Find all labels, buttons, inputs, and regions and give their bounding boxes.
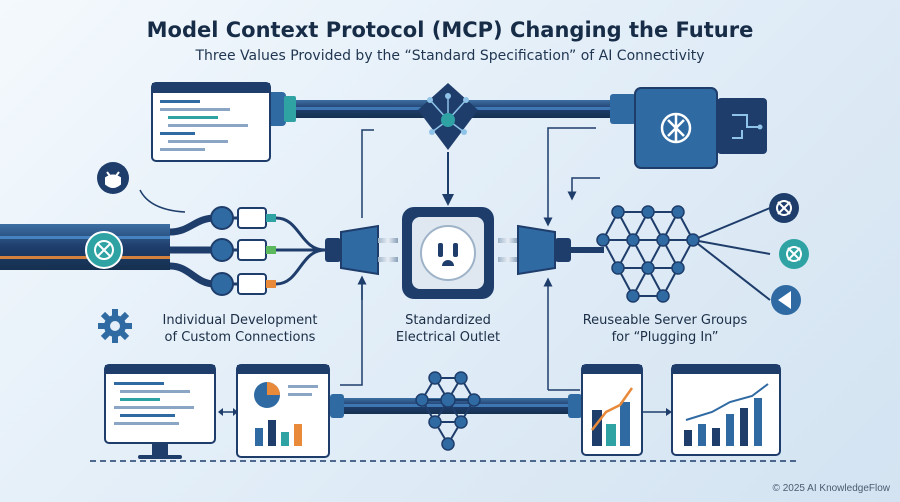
bottom-cable: [330, 394, 582, 418]
label-center-line2: Electrical Outlet: [395, 330, 501, 345]
network-hub-right: [596, 205, 771, 303]
dashboard-window: [236, 364, 330, 458]
chart-window-large: [671, 364, 781, 456]
chart-window-small: [581, 364, 643, 456]
network-hub-bottom: [415, 371, 481, 451]
code-monitor-bottom-left: [104, 364, 216, 459]
ai-knot-icon: [769, 193, 799, 223]
power-outlet-icon: [402, 207, 494, 299]
plug-icon-right: [498, 224, 604, 276]
label-right-line1: Reuseable Server Groups: [582, 313, 748, 328]
network-hub-top: [418, 83, 478, 150]
label-right: Reuseable Server Groups for “Plugging In…: [570, 312, 760, 346]
vscode-icon: [771, 285, 801, 315]
label-left: Individual Development of Custom Connect…: [150, 312, 330, 346]
github-icon: [97, 162, 129, 194]
copyright-footer: © 2025 AI KnowledgeFlow: [772, 483, 890, 494]
ai-knot-icon: [779, 239, 809, 269]
code-window-top-left: [151, 82, 271, 162]
page-subtitle: Three Values Provided by the “Standard S…: [195, 48, 705, 64]
left-cable-bundle: [0, 206, 326, 296]
plug-icon-left: [325, 224, 398, 276]
label-left-line2: of Custom Connections: [164, 330, 316, 345]
label-center: Standardized Electrical Outlet: [378, 312, 518, 346]
ai-server-top-right: [634, 87, 767, 169]
gear-icon: [98, 309, 132, 343]
ai-knot-icon: [660, 112, 692, 144]
label-left-line1: Individual Development: [162, 313, 318, 328]
label-right-line2: for “Plugging In”: [611, 330, 719, 345]
page-title: Model Context Protocol (MCP) Changing th…: [146, 18, 754, 42]
label-center-line1: Standardized: [405, 313, 491, 328]
